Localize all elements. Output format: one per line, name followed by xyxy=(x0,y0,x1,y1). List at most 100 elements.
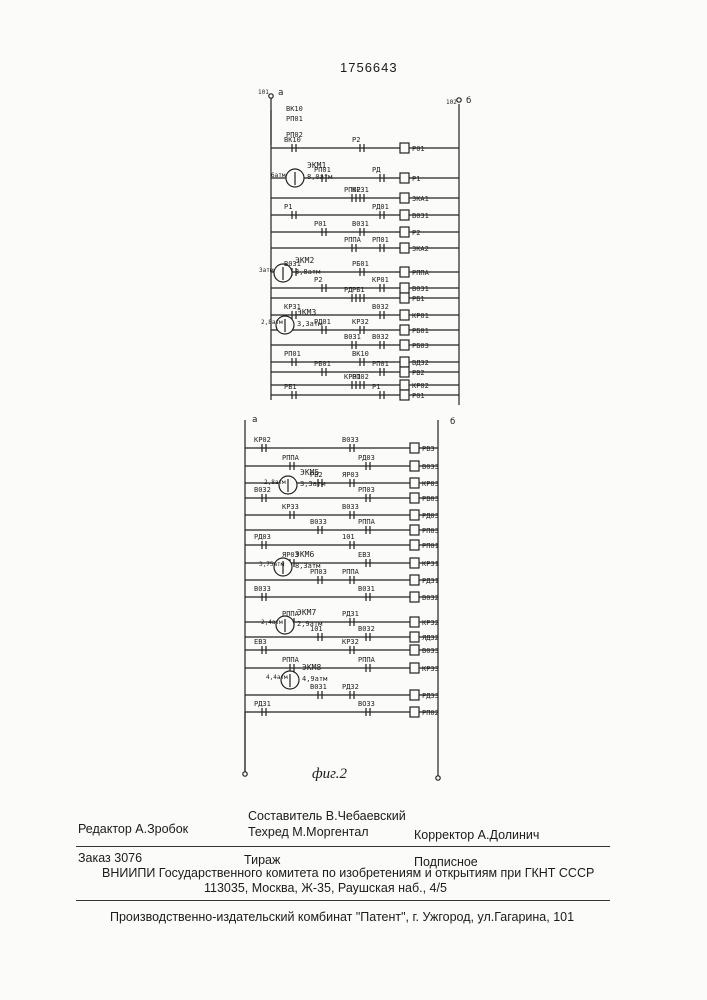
contact-label: Р01 xyxy=(314,220,327,228)
bus-node: б xyxy=(450,416,455,427)
relay-coil xyxy=(410,443,419,453)
contact-label: РД01 xyxy=(372,203,389,211)
contact-label: РД xyxy=(372,166,381,174)
techred-credit: Техред М.Моргентал xyxy=(248,825,369,839)
gauge-name: ЭКМ2 xyxy=(295,256,314,265)
relay-coil xyxy=(400,227,409,237)
relay-coil xyxy=(400,357,409,367)
gauge-name: ЭКМ5 xyxy=(300,468,319,477)
gauge-high: 8,0атм xyxy=(307,173,333,181)
gauge-name: ЭКМ1 xyxy=(307,161,326,170)
relay-coil xyxy=(410,617,419,627)
contact-label: РД31 xyxy=(254,700,271,708)
bus-node: б xyxy=(466,95,471,106)
relay-coil xyxy=(410,478,419,488)
coil-label: Р01 xyxy=(412,145,425,153)
contact-label: РП02 xyxy=(286,131,303,139)
coil-label: РП03 xyxy=(422,527,439,535)
relay-coil xyxy=(410,592,419,602)
relay-coil xyxy=(410,510,419,520)
contact-label: В031 xyxy=(344,333,361,341)
contact-label: В032 xyxy=(358,625,375,633)
coil-label: РБ1 xyxy=(412,295,425,303)
coil-label: КР02 xyxy=(412,382,429,390)
relay-coil xyxy=(400,143,409,153)
contact-label: РБ01 xyxy=(352,260,369,268)
contact-label: В032 xyxy=(372,333,389,341)
contact-label: В031 xyxy=(310,683,327,691)
contact-label: В031 xyxy=(352,220,369,228)
relay-coil xyxy=(400,267,409,277)
relay-coil xyxy=(400,193,409,203)
editor-credit: Редактор А.Зробок xyxy=(78,822,188,836)
contact-label: РД32 xyxy=(342,683,359,691)
coil-label: В031 xyxy=(412,212,429,220)
coil-label: В033 xyxy=(422,463,439,471)
contact-label: РППА xyxy=(358,656,376,664)
relay-coil xyxy=(410,461,419,471)
gauge-name: ЭКМ6 xyxy=(295,550,314,559)
relay-coil xyxy=(400,367,409,377)
coil-label: РППА xyxy=(412,269,430,277)
relay-coil xyxy=(410,663,419,673)
gauge-low: 3атм xyxy=(259,267,274,274)
divider-top xyxy=(76,846,610,847)
bus-node: а xyxy=(278,88,283,98)
contact-label: В033 xyxy=(342,503,359,511)
gauge-high: 3,8атм xyxy=(295,268,321,276)
gauge-name: ЭКМ7 xyxy=(297,608,316,617)
gauge-high: 4,9атм xyxy=(302,675,328,683)
relay-coil xyxy=(400,380,409,390)
coil-label: КР32 xyxy=(422,619,439,627)
divider-bottom xyxy=(76,900,610,901)
circuit-diagram: 101а102бВК10Р2Р01РП01РДР1РП02КР31ЗКА1Р1Р… xyxy=(0,0,707,800)
contact-label: Р1 xyxy=(284,203,292,211)
coil-label: РБ01 xyxy=(412,327,429,335)
contact-label: ВК10 xyxy=(352,350,369,358)
gauge-low: 3,75атм xyxy=(259,561,285,568)
relay-coil xyxy=(410,645,419,655)
gauge-low: 2,4атм xyxy=(261,619,283,626)
terminal-b-bottom xyxy=(436,776,440,780)
gauge-low: 2,8атм xyxy=(261,319,283,326)
contact-label: В033 xyxy=(254,585,271,593)
gauge-low: 6атм xyxy=(271,172,286,179)
relay-coil xyxy=(400,325,409,335)
contact-label: 101 xyxy=(342,533,355,541)
institute-line: ВНИИПИ Государственного комитета по изоб… xyxy=(102,866,594,880)
contact-label: РП02 xyxy=(352,373,369,381)
contact-label: РППА xyxy=(344,236,362,244)
contact-label: РП01 xyxy=(286,115,303,123)
terminal-a xyxy=(269,94,273,98)
contact-label: РБ1 xyxy=(352,286,365,294)
relay-coil xyxy=(400,310,409,320)
coil-label: РД33 xyxy=(422,692,439,700)
bus-label: 101 xyxy=(258,89,269,96)
gauge-high: 3,3атм xyxy=(297,320,323,328)
contact-label: РППА xyxy=(342,568,360,576)
contact-label: В033 xyxy=(342,436,359,444)
contact-label: РППА xyxy=(358,518,376,526)
contact-label: РБ1 xyxy=(284,383,297,391)
contact-label: КР31 xyxy=(352,186,369,194)
coil-label: В032 xyxy=(422,594,439,602)
coil-label: ЗКА1 xyxy=(412,195,429,203)
coil-label: ЗКА2 xyxy=(412,245,429,253)
gauge-name: ЭКМ8 xyxy=(302,663,321,672)
gauge-low: 4,4атм xyxy=(266,674,288,681)
relay-coil xyxy=(410,493,419,503)
gauge-name: ЭКМ3 xyxy=(297,308,316,317)
contact-label: КР01 xyxy=(372,276,389,284)
relay-coil xyxy=(410,690,419,700)
terminal-a-bottom xyxy=(243,772,247,776)
contact-label: КР32 xyxy=(342,638,359,646)
relay-coil xyxy=(400,390,409,400)
contact-label: ВО33 xyxy=(358,700,375,708)
coil-label: Р2 xyxy=(412,229,420,237)
coil-label: Р1 xyxy=(412,175,420,183)
coil-label: Р01 xyxy=(412,392,425,400)
contact-label: РБ01 xyxy=(314,360,331,368)
coil-label: РБ03 xyxy=(412,342,429,350)
contact-label: В032 xyxy=(372,303,389,311)
contact-label: ЕВ3 xyxy=(254,638,267,646)
